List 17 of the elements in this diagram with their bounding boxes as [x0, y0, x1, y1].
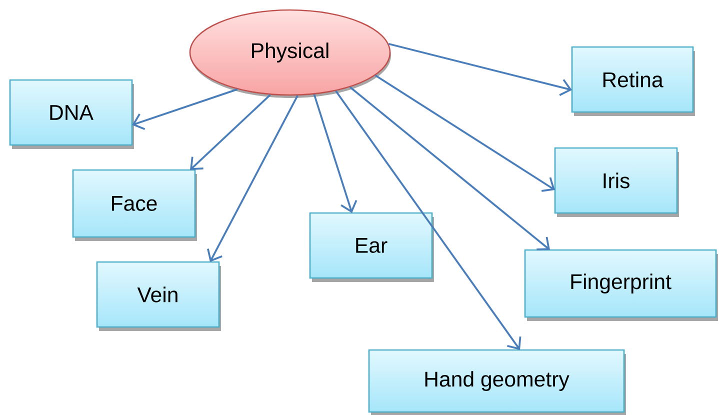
arrow: [313, 94, 358, 213]
arrow: [335, 90, 522, 350]
arrow: [388, 42, 572, 96]
process-box: Fingerprint: [524, 249, 718, 321]
arrow: [190, 94, 271, 170]
process-box: Hand geometry: [368, 349, 626, 415]
process-box: Vein: [96, 261, 221, 331]
process-box: DNA: [9, 79, 134, 149]
arrow: [132, 88, 238, 130]
process-box: Face: [72, 169, 197, 241]
arrow: [207, 95, 298, 262]
ellipse-node: Physical: [189, 9, 391, 98]
arrow: [374, 74, 555, 192]
process-box: Iris: [554, 147, 679, 217]
process-box: Retina: [571, 46, 695, 116]
arrow: [349, 86, 550, 250]
process-box: Ear: [309, 212, 434, 282]
